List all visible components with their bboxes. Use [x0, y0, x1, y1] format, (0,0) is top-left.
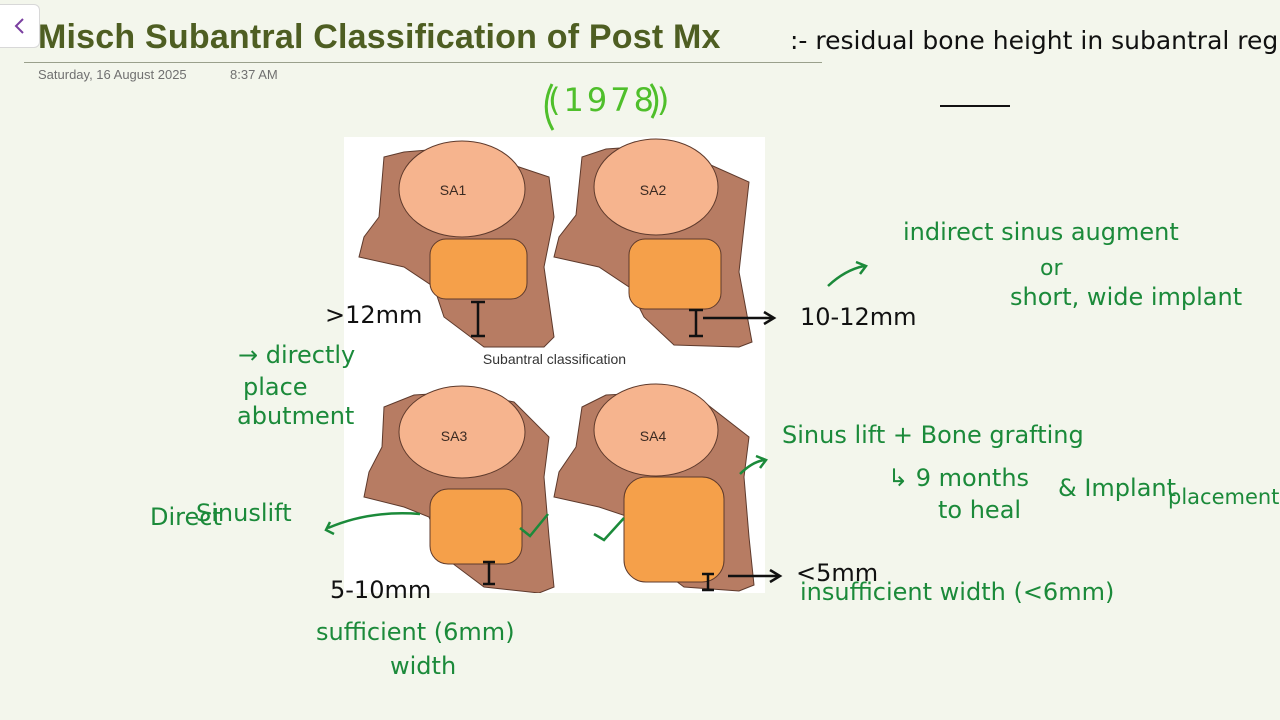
sa1-note-line2: place [243, 373, 308, 401]
definition-note: :- residual bone height in subantral reg… [790, 26, 1280, 55]
year-note: (1978) [548, 81, 673, 119]
panel-label-sa1: SA1 [439, 182, 467, 198]
sa4-note-line4: & Implant [1058, 474, 1177, 502]
sa2-green-arrow [827, 260, 868, 287]
sa2-height-note: 10-12mm [800, 303, 917, 331]
page-title: Misch Subantral Classification of Post M… [38, 18, 721, 56]
sa3-green-arrow [324, 512, 421, 536]
panel-label-sa4: SA4 [639, 428, 667, 444]
sa4-height-note: <5mm [796, 559, 879, 587]
panel-label-sa3: SA3 [440, 428, 468, 444]
sa3-height-marker [483, 560, 495, 586]
sa4-note-line1: Sinus lift + Bone grafting [782, 421, 1084, 449]
sa4-note-line6: insufficient width (<6mm) [800, 578, 1115, 606]
subantral-figure: SA1 SA2 Subantral classification SA3 SA4 [344, 137, 765, 593]
sa1-note-line3: abutment [237, 402, 355, 430]
sa3-note-line2: Sinuslift [196, 499, 292, 527]
sa4-arrow [728, 568, 783, 584]
sa3-sinus [429, 488, 523, 565]
sa4-note-line5: placement [1168, 485, 1280, 509]
page-date: Saturday, 16 August 2025 [38, 67, 187, 82]
figure-illustration [358, 138, 755, 593]
year-bracket-left [544, 83, 555, 131]
sa4-green-arrow [739, 454, 768, 475]
chevron-left-icon [14, 18, 24, 34]
sa2-sinus [628, 238, 722, 310]
sa3-note-line3: sufficient (6mm) [316, 618, 515, 646]
back-button[interactable] [0, 4, 40, 48]
sa2-note-line2: or [1040, 256, 1063, 281]
sa3-check [519, 513, 549, 538]
sa4-note-line3: to heal [938, 496, 1022, 524]
sa2-note-line1: indirect sinus augment [903, 218, 1179, 246]
sa4-height-marker [702, 572, 714, 592]
sa3-height-note: 5-10mm [330, 576, 432, 604]
sa1-tooth [398, 140, 526, 238]
sa1-height-marker [471, 300, 485, 338]
page-time: 8:37 AM [230, 67, 278, 82]
sa1-sinus [429, 238, 528, 300]
sa4-check [593, 517, 625, 542]
sa3-note-line4: width [390, 652, 457, 680]
title-divider [24, 62, 822, 63]
sa2-tooth [593, 138, 719, 236]
sa2-arrow [703, 310, 777, 326]
sa2-note-line3: short, wide implant [1010, 283, 1243, 311]
sa4-sinus [623, 476, 725, 583]
sa4-note-line2: ↳ 9 months [888, 464, 1030, 492]
year-bracket-right [649, 83, 659, 119]
sa4-tooth [593, 383, 719, 477]
sa3-note-line1: Direct [150, 503, 222, 531]
sa1-note-line1: → directly [238, 341, 356, 369]
figure-caption: Subantral classification [482, 351, 627, 367]
panel-label-sa2: SA2 [639, 182, 667, 198]
sa3-tooth [398, 385, 526, 479]
sa2-height-marker [689, 308, 703, 338]
sa1-height-note: >12mm [325, 301, 423, 329]
